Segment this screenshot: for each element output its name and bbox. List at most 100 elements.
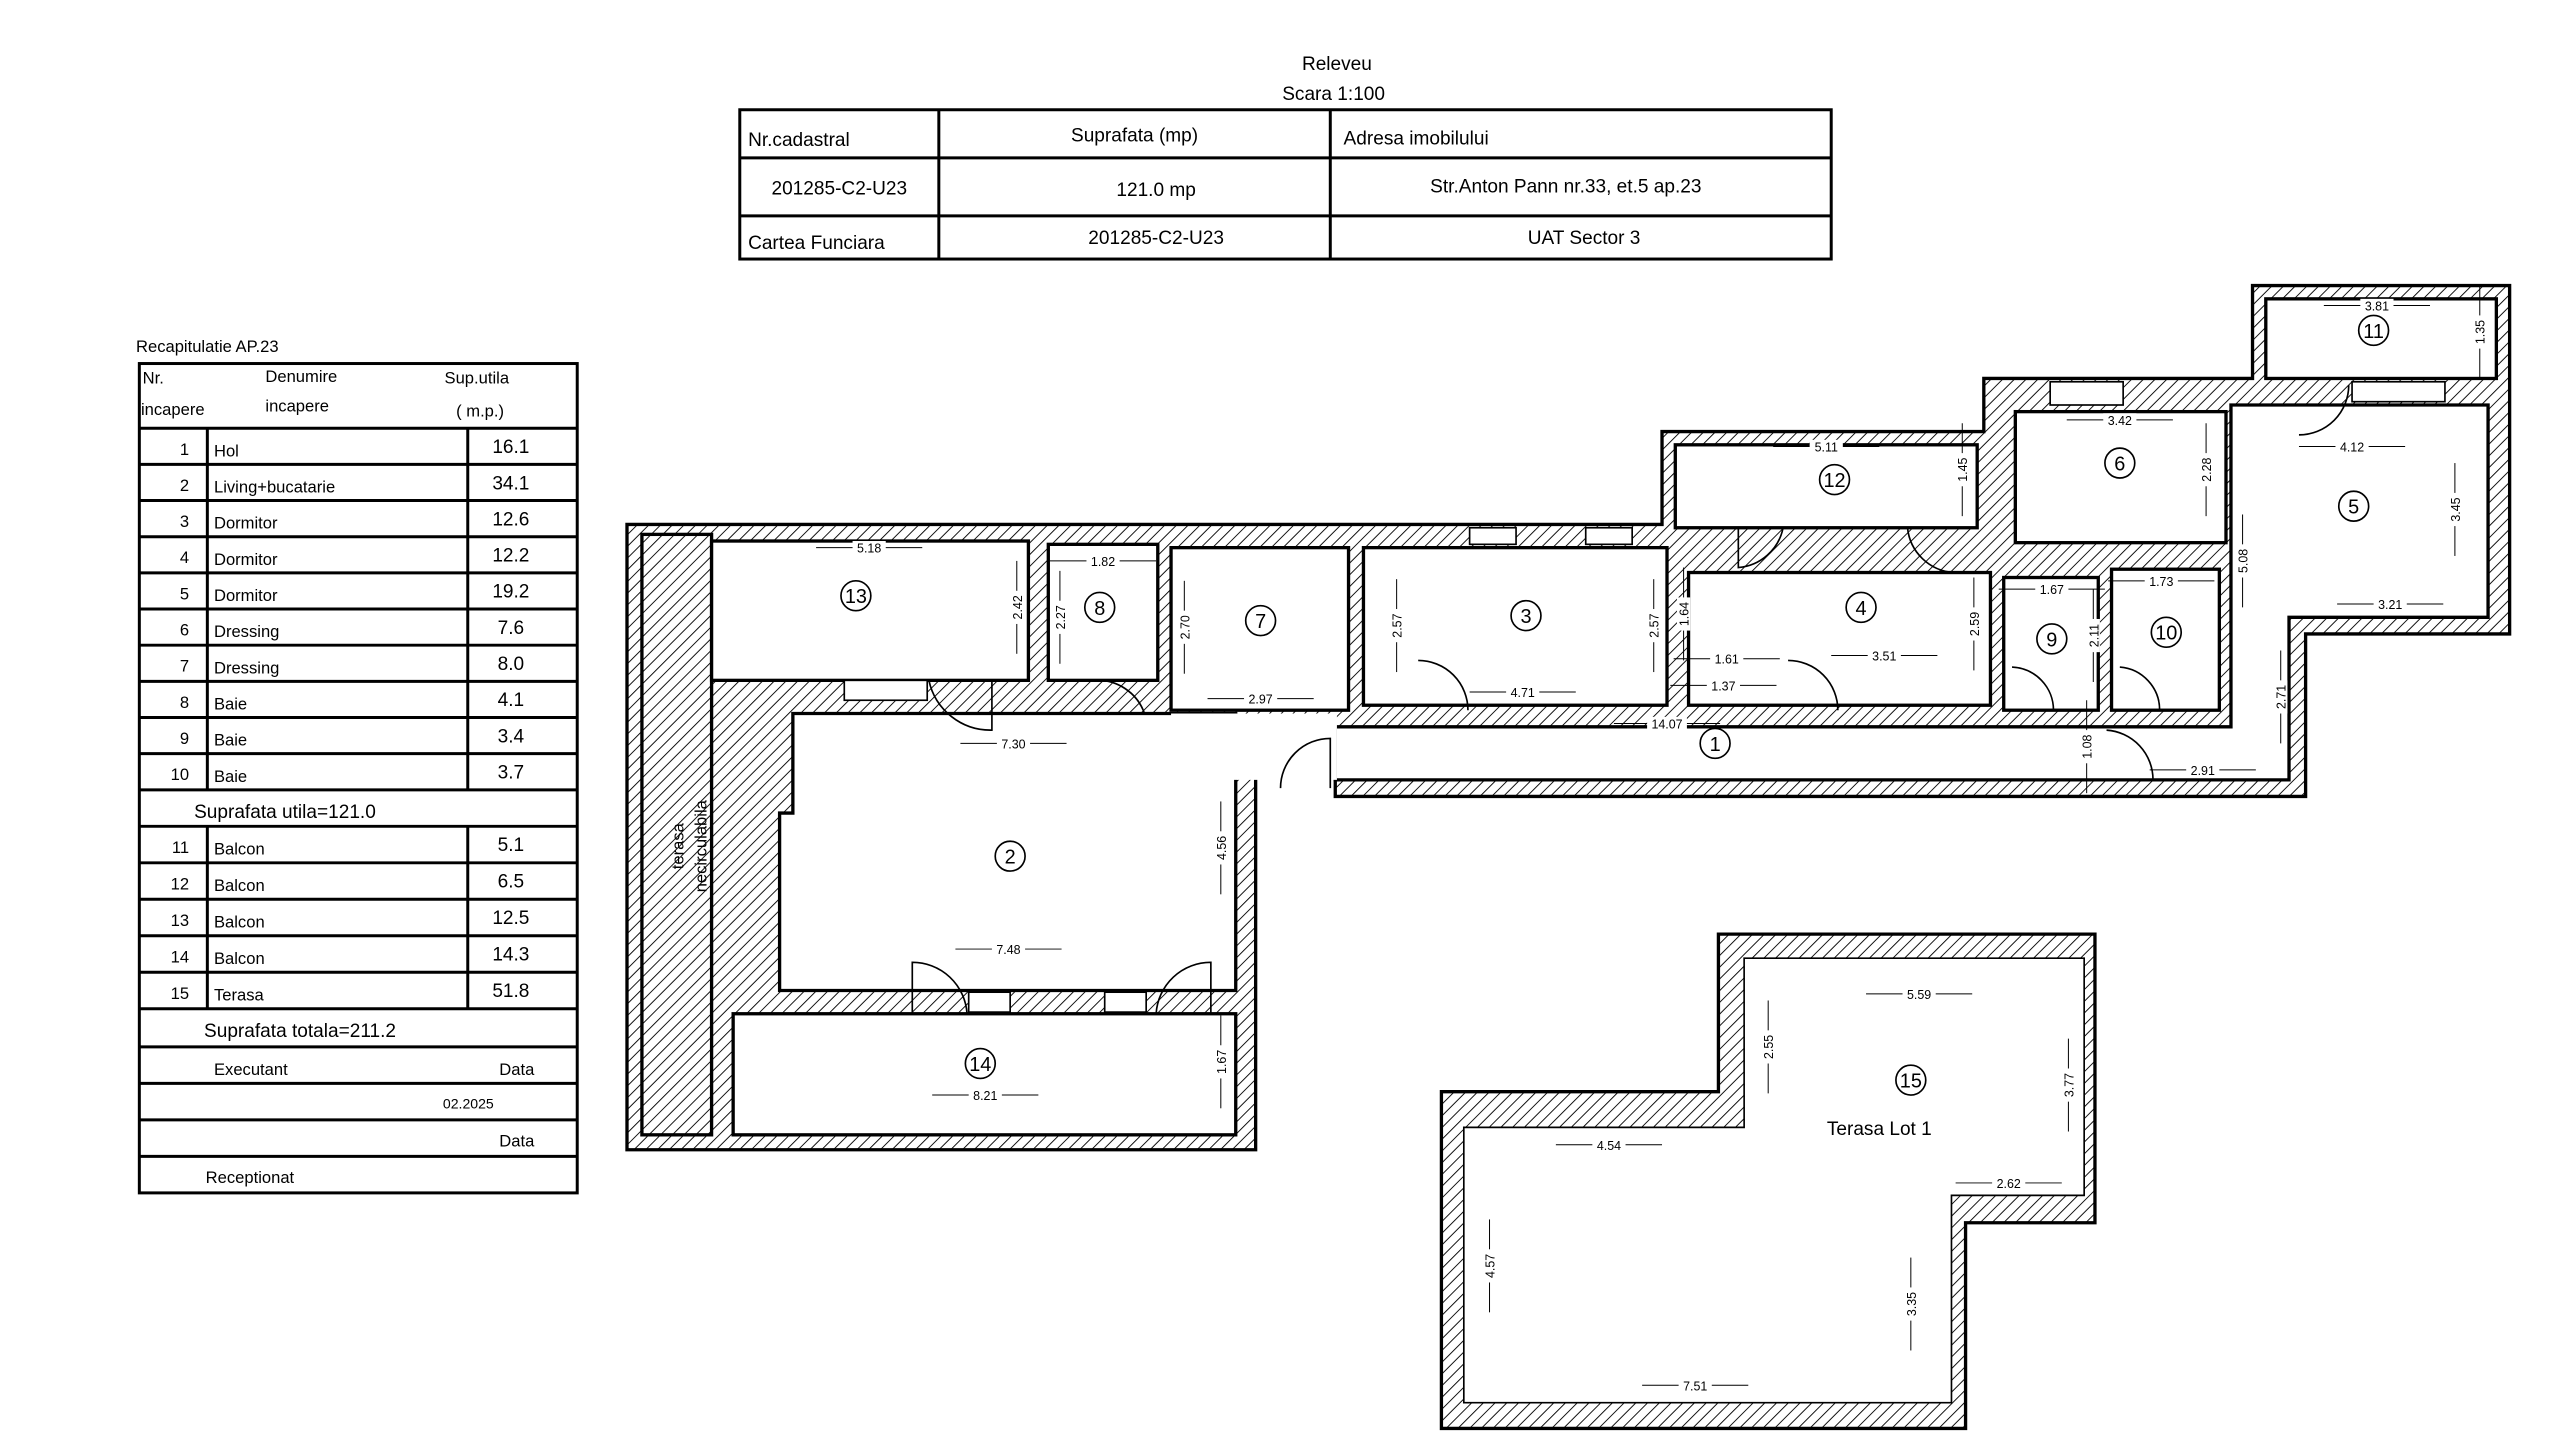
room-number: 8 <box>1094 598 1105 620</box>
dimension-label: 3.51 <box>1872 649 1896 663</box>
dimension-label: 3.81 <box>2365 299 2389 313</box>
room-name: Balcon <box>214 949 265 968</box>
suprafata-value: 121.0 mp <box>1116 180 1195 201</box>
recap-row: 7 Dressing 8.0 <box>180 654 524 677</box>
room-name: Balcon <box>214 912 265 931</box>
door-arc <box>1279 737 1332 789</box>
door-arc <box>1906 527 1955 574</box>
room-nr: 14 <box>171 947 189 966</box>
dimension-label: 5.11 <box>1815 440 1838 454</box>
dimension-label: 2.62 <box>1997 1177 2021 1191</box>
room-number-marker: 12 <box>1818 463 1851 496</box>
dimension-label: 5.18 <box>857 542 881 556</box>
header-sup-utila: Sup.utila <box>445 368 510 387</box>
cadastral-table: Nr.cadastral Suprafata (mp) Adresa imobi… <box>738 108 1833 261</box>
dimension-label: 2.91 <box>2191 764 2215 778</box>
terrace-label: Terasa Lot 1 <box>1827 1119 1932 1140</box>
dimension-label: 7.51 <box>1683 1379 1707 1393</box>
room-number-marker: 14 <box>964 1047 997 1080</box>
room-name: Dormitor <box>214 514 278 533</box>
room-number: 15 <box>1900 1071 1922 1093</box>
adresa-value: Str.Anton Pann nr.33, et.5 ap.23 <box>1430 177 1701 198</box>
room-nr: 13 <box>171 911 189 930</box>
door-arc <box>928 680 993 731</box>
room-number-marker: 8 <box>1083 591 1116 624</box>
room-area: 3.4 <box>498 726 525 747</box>
room-name: Dressing <box>214 622 279 641</box>
room-nr: 12 <box>171 874 189 893</box>
floor-plan: Terasa Lot 1 terasa necirculabila 13 8 7 3 4… <box>625 283 2512 1431</box>
room-number-marker: 3 <box>1510 599 1542 632</box>
room-nr: 10 <box>171 765 189 784</box>
room-number: 10 <box>2155 623 2177 645</box>
dimension-label: 2.97 <box>1249 693 1273 707</box>
room-area: 14.3 <box>492 945 529 966</box>
window <box>843 679 929 702</box>
dimension-label: 3.42 <box>2108 414 2132 428</box>
grand-total: Suprafata totala=211.2 <box>204 1021 396 1042</box>
room-number: 13 <box>845 586 867 608</box>
dimension-label: 7.30 <box>1001 737 1025 751</box>
dimension-label: 1.73 <box>2149 575 2173 589</box>
room-name: Terasa <box>214 985 265 1004</box>
dimension-label: 4.57 <box>1483 1254 1497 1278</box>
room-name: Baie <box>214 731 247 750</box>
dimension-label: 8.21 <box>973 1089 997 1103</box>
room-number: 5 <box>2348 497 2359 519</box>
room-number-marker: 7 <box>1244 604 1277 637</box>
door-arc <box>1788 659 1839 711</box>
room-nr: 3 <box>180 512 189 531</box>
carte-funciara-label: Cartea Funciara <box>748 233 885 254</box>
terasa-necirc-label-1: terasa <box>668 822 687 869</box>
window <box>1103 991 1147 1013</box>
room-number-marker: 11 <box>2357 314 2390 347</box>
room-number: 3 <box>1520 606 1531 628</box>
dimension-label: 2.28 <box>2200 458 2214 482</box>
room-area: 8.0 <box>498 654 525 675</box>
room-name: Baie <box>214 695 247 714</box>
col-adresa: Adresa imobilului <box>1344 129 1489 150</box>
room-number-marker: 15 <box>1895 1064 1927 1096</box>
window <box>1584 526 1633 546</box>
room-area: 7.6 <box>498 618 525 639</box>
uat-value: UAT Sector 3 <box>1528 228 1641 249</box>
room-number-marker: 2 <box>994 840 1026 872</box>
header-nr: Nr. <box>143 368 164 387</box>
window <box>1468 526 1517 546</box>
data-label-1: Data <box>499 1060 535 1079</box>
recap-table: Recapitulatie AP.23 Nr. incapere Denumir… <box>136 337 579 1195</box>
room-area: 12.5 <box>492 908 529 929</box>
dimension-label: 4.54 <box>1597 1139 1621 1153</box>
room-number: 1 <box>1710 734 1721 756</box>
dimension-label: 14.07 <box>1651 717 1682 731</box>
room-area: 12.6 <box>492 509 529 530</box>
executant-label: Executant <box>214 1060 288 1079</box>
room-1-and-5 <box>1333 403 2490 782</box>
dimension-label: 7.48 <box>996 943 1020 957</box>
room-nr: 11 <box>172 838 189 857</box>
room-name: Dressing <box>214 658 279 677</box>
room-nr: 7 <box>180 657 189 676</box>
room-number: 12 <box>1823 470 1845 492</box>
door-arc <box>1155 961 1212 1014</box>
recap-row: 3 Dormitor 12.6 <box>180 509 530 532</box>
dimension-label: 2.57 <box>1391 613 1405 637</box>
header-incapere: incapere <box>141 400 205 419</box>
dimension-label: 2.71 <box>2275 685 2289 709</box>
dimension-label: 5.59 <box>1907 988 1931 1002</box>
room-name: Dormitor <box>214 550 278 569</box>
drawing-scale: Scara 1:100 <box>1282 84 1385 105</box>
terasa-necirculabila <box>640 532 714 1137</box>
dimension-label: 1.37 <box>1711 679 1735 693</box>
dimension-label: 1.67 <box>2040 583 2064 597</box>
col-suprafata: Suprafata (mp) <box>1071 125 1198 146</box>
terasa-necirc-label-2: necirculabila <box>692 799 711 892</box>
dimension-label: 1.08 <box>2081 735 2095 759</box>
room-name: Living+bucatarie <box>214 478 335 497</box>
room-area: 3.7 <box>498 763 525 784</box>
dimension-label: 2.55 <box>1762 1035 1776 1059</box>
